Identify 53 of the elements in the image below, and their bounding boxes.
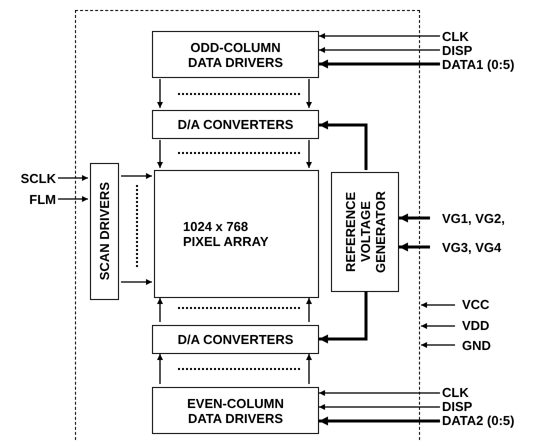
arrow <box>157 79 163 108</box>
signal-label: SCLK <box>20 171 56 186</box>
block-box <box>152 387 319 434</box>
arrow <box>121 279 152 285</box>
signal-label: VCC <box>462 297 490 312</box>
signal-label: VG1, VG2, <box>442 211 506 226</box>
arrow <box>319 292 368 344</box>
arrow <box>421 302 455 308</box>
arrow <box>58 175 88 181</box>
arrow <box>121 173 152 179</box>
block-label: ODD-COLUMN DATA DRIVERS <box>186 40 284 70</box>
block-label: SCAN DRIVERS <box>97 182 112 281</box>
block-label: REFERENCE VOLTAGE GENERATOR <box>342 190 388 275</box>
arrow <box>306 298 312 322</box>
arrow <box>319 404 440 410</box>
block-box <box>152 110 319 139</box>
block-label: 1024 x 768 PIXEL ARRAY <box>183 219 270 249</box>
pixel-array-box <box>154 170 319 298</box>
block-box <box>331 172 399 292</box>
arrow <box>58 196 88 202</box>
block-box <box>152 31 319 78</box>
arrow <box>157 354 163 384</box>
arrow <box>399 214 430 222</box>
signal-label: FLM <box>28 192 56 207</box>
signal-label: VG3, VG4 <box>442 240 502 255</box>
block-label: EVEN-COLUMN DATA DRIVERS <box>186 396 285 426</box>
arrow <box>157 298 163 322</box>
block-box <box>152 325 319 354</box>
dashed-boundary <box>75 10 420 442</box>
signal-label: CLK <box>442 385 470 400</box>
arrow <box>306 140 312 168</box>
block-label: D/A CONVERTERS <box>178 117 294 132</box>
arrow <box>319 120 368 170</box>
arrow <box>319 390 440 396</box>
signal-label: DATA2 (0:5) <box>442 413 516 428</box>
arrow <box>421 323 455 329</box>
arrow <box>319 60 440 68</box>
signal-label: GND <box>462 338 492 353</box>
arrow <box>399 242 430 252</box>
arrow <box>306 79 312 108</box>
signal-label: VDD <box>462 318 490 333</box>
block-box <box>90 163 119 300</box>
signal-label: DATA1 (0:5) <box>442 57 516 72</box>
arrow <box>319 416 440 426</box>
signal-label: DISP <box>442 399 474 414</box>
arrow <box>319 47 440 53</box>
arrow <box>421 342 455 348</box>
arrow <box>306 354 312 384</box>
signal-label: CLK <box>442 29 470 44</box>
arrow <box>157 140 163 168</box>
arrow <box>319 33 440 39</box>
signal-label: DISP <box>442 43 474 58</box>
block-label: D/A CONVERTERS <box>178 332 294 347</box>
